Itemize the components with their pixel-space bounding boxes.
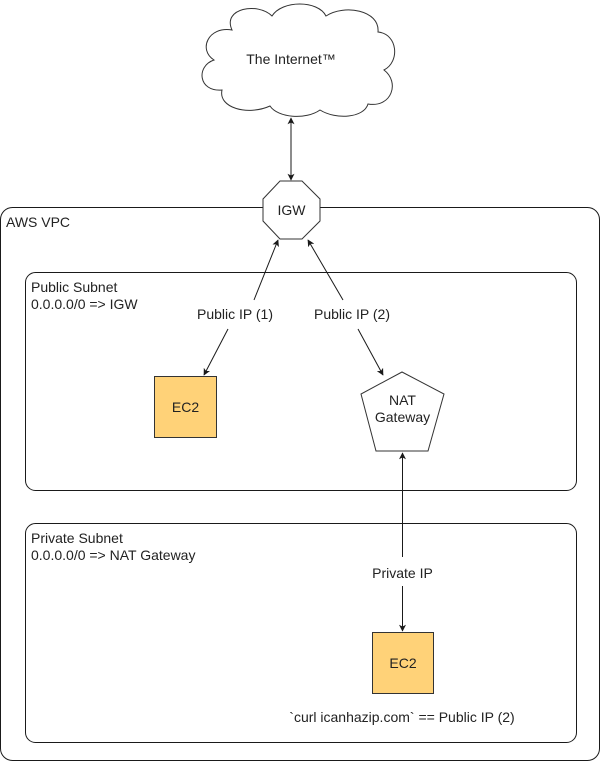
ec2-private-label: EC2: [389, 655, 416, 671]
vpc-label: AWS VPC: [6, 214, 70, 230]
ec2-public-label: EC2: [172, 399, 199, 415]
public-subnet-title: Public Subnet: [31, 279, 118, 295]
edge-igw-nat-upper: [307, 239, 344, 301]
edge-label-private-ip: Private IP: [372, 565, 433, 581]
pentagon-icon: [360, 371, 445, 452]
ec2-private-box: [372, 632, 434, 694]
internet-node[interactable]: The Internet™: [201, 3, 396, 117]
edge-label-public-ip-1: Public IP (1): [197, 306, 273, 322]
private-subnet-title: Private Subnet: [31, 530, 123, 546]
curl-annotation: `curl icanhazip.com` == Public IP (2): [289, 709, 514, 725]
public-subnet-container[interactable]: Public Subnet 0.0.0.0/0 => IGW: [25, 272, 577, 491]
nat-label-line1: NAT: [389, 392, 416, 408]
edge-label-public-ip-2: Public IP (2): [314, 306, 390, 322]
igw-node[interactable]: IGW: [262, 180, 321, 240]
ec2-public-node[interactable]: EC2: [154, 376, 217, 438]
private-subnet-border: [25, 523, 577, 743]
private-subnet-container[interactable]: Private Subnet 0.0.0.0/0 => NAT Gateway: [25, 523, 577, 743]
cloud-icon: [201, 3, 396, 117]
internet-label: The Internet™: [246, 51, 336, 67]
nat-gateway-node[interactable]: NAT Gateway: [360, 371, 445, 452]
ec2-private-node[interactable]: EC2: [372, 632, 434, 694]
public-subnet-border: [25, 272, 577, 491]
private-subnet-route: 0.0.0.0/0 => NAT Gateway: [31, 547, 195, 563]
edge-igw-ec2-public-lower: [203, 328, 229, 376]
octagon-icon: [262, 180, 321, 240]
nat-label-line2: Gateway: [375, 409, 430, 425]
edge-igw-ec2-public-upper: [253, 239, 279, 301]
edge-igw-nat-lower: [357, 328, 384, 376]
igw-label: IGW: [278, 202, 307, 218]
public-subnet-route: 0.0.0.0/0 => IGW: [31, 296, 138, 312]
ec2-public-box: [154, 376, 217, 438]
